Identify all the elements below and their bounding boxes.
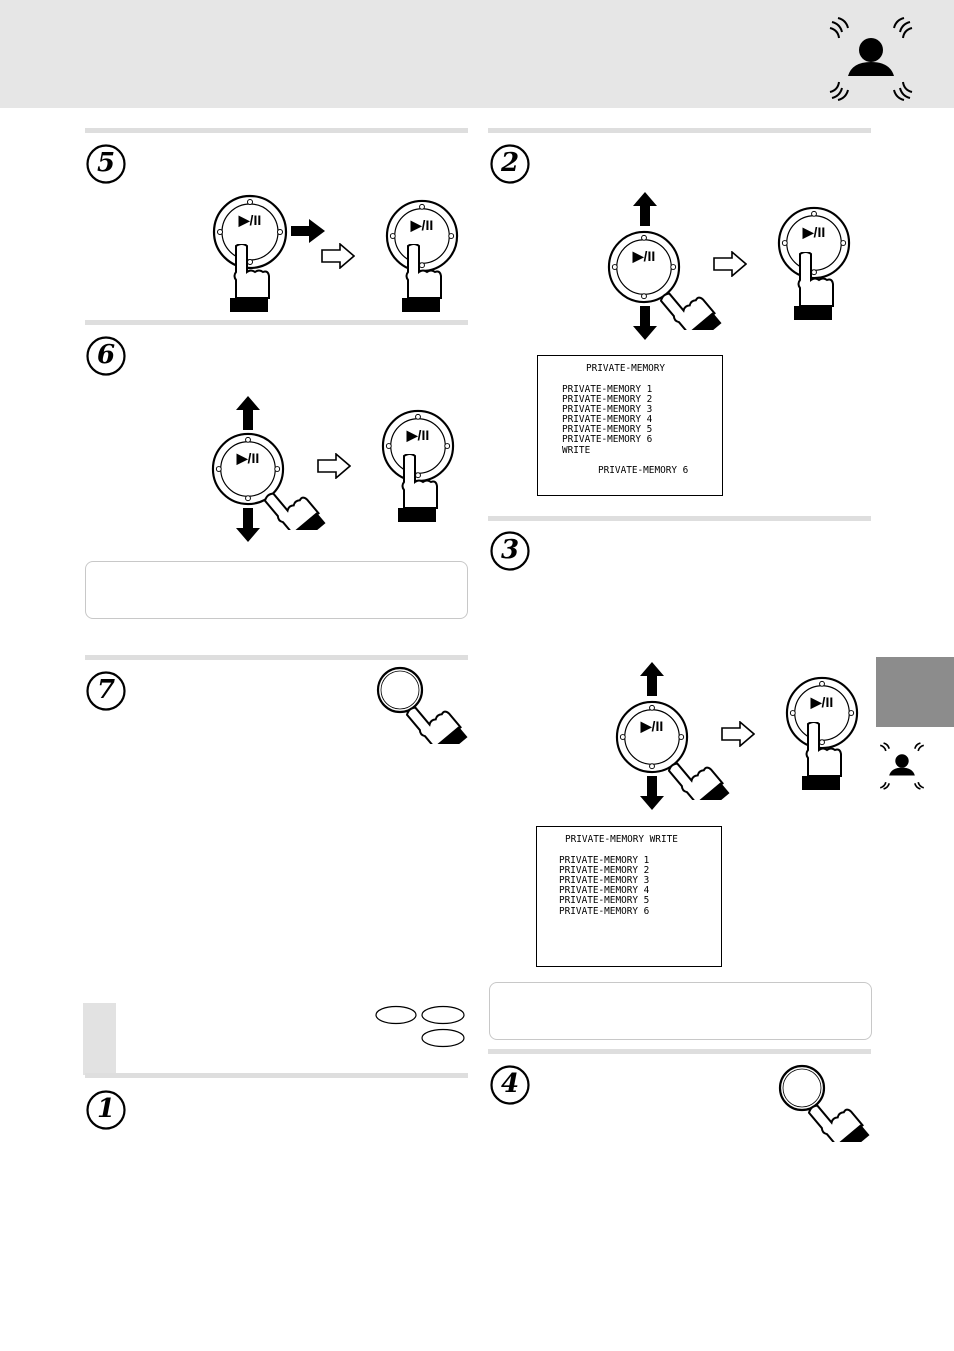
step-number-1: 1 — [86, 1090, 126, 1130]
pressing-hand-icon — [802, 722, 842, 792]
step-number-4: 4 — [490, 1065, 530, 1105]
oval-button[interactable] — [421, 1028, 465, 1048]
play-pause-jog-dial[interactable]: ▶/II — [607, 230, 681, 304]
step-number-6: 6 — [86, 336, 126, 376]
screen-item: PRIVATE-MEMORY 1 — [562, 384, 653, 395]
screen-item: PRIVATE-MEMORY 2 — [559, 865, 650, 876]
gray-side-bar — [83, 1003, 116, 1075]
pressing-hand-icon — [402, 244, 442, 314]
play-pause-label: ▶/II — [802, 224, 826, 240]
pressing-hand-icon — [230, 244, 270, 314]
solid-arrow-right-icon — [291, 219, 325, 243]
solid-arrow-down-icon — [633, 306, 657, 340]
private-memory-screen: PRIVATE-MEMORY PRIVATE-MEMORY 1 PRIVATE-… — [537, 355, 723, 496]
play-pause-label: ▶/II — [406, 427, 430, 443]
pressing-hand-icon — [398, 454, 438, 524]
step-number-7: 7 — [86, 671, 126, 711]
outline-arrow-right-icon — [721, 721, 755, 747]
screen-item: PRIVATE-MEMORY 3 — [559, 875, 650, 886]
section-rule — [85, 128, 468, 133]
solid-arrow-up-icon — [640, 662, 664, 696]
person-with-sound-waves-icon — [878, 742, 926, 790]
solid-arrow-up-icon — [633, 192, 657, 226]
solid-arrow-up-icon — [236, 396, 260, 430]
screen-item: PRIVATE-MEMORY 2 — [562, 394, 653, 405]
screen-title: PRIVATE-MEMORY — [586, 363, 666, 374]
section-rule — [488, 516, 871, 521]
screen-item: PRIVATE-MEMORY 6 — [562, 434, 653, 445]
play-pause-jog-dial[interactable]: ▶/II — [385, 199, 459, 273]
section-rule — [85, 655, 468, 660]
solid-arrow-down-icon — [640, 776, 664, 810]
rotating-hand-icon — [666, 740, 736, 800]
note-box — [489, 982, 872, 1040]
screen-item: PRIVATE-MEMORY 5 — [562, 424, 653, 435]
private-memory-write-screen: PRIVATE-MEMORY WRITE PRIVATE-MEMORY 1 PR… — [536, 826, 722, 967]
screen-item: PRIVATE-MEMORY 3 — [562, 404, 653, 415]
section-rule — [85, 320, 468, 325]
step-number-2: 2 — [490, 144, 530, 184]
outline-arrow-right-icon — [317, 453, 351, 479]
oval-button[interactable] — [421, 1005, 465, 1025]
play-pause-label: ▶/II — [640, 718, 664, 734]
screen-item: PRIVATE-MEMORY 6 — [559, 906, 650, 917]
step-number-5: 5 — [86, 144, 126, 184]
solid-arrow-down-icon — [236, 508, 260, 542]
header-band — [0, 0, 954, 108]
pressing-hand-icon — [806, 1082, 876, 1142]
screen-item: PRIVATE-MEMORY 4 — [559, 885, 650, 896]
screen-item: PRIVATE-MEMORY 5 — [559, 895, 650, 906]
oval-button[interactable] — [375, 1005, 417, 1025]
round-button[interactable] — [778, 1064, 826, 1112]
play-pause-label: ▶/II — [632, 248, 656, 264]
play-pause-jog-dial[interactable]: ▶/II — [211, 432, 285, 506]
screen-selected: PRIVATE-MEMORY 6 — [598, 465, 689, 476]
person-with-sound-waves-icon — [828, 16, 914, 102]
screen-title: PRIVATE-MEMORY WRITE — [565, 834, 678, 845]
round-button[interactable] — [376, 666, 424, 714]
screen-item: PRIVATE-MEMORY 4 — [562, 414, 653, 425]
pressing-hand-icon — [794, 252, 834, 322]
step-number-3: 3 — [490, 531, 530, 571]
play-pause-jog-dial[interactable]: ▶/II — [615, 700, 689, 774]
section-rule — [488, 1049, 871, 1054]
screen-item: WRITE — [562, 445, 591, 456]
pressing-hand-icon — [404, 684, 474, 744]
screen-item: PRIVATE-MEMORY 1 — [559, 855, 650, 866]
outline-arrow-right-icon — [713, 251, 747, 277]
play-pause-label: ▶/II — [810, 694, 834, 710]
rotating-hand-icon — [658, 270, 728, 330]
note-box — [85, 561, 468, 619]
play-pause-label: ▶/II — [236, 450, 260, 466]
outline-arrow-right-icon — [321, 243, 355, 269]
play-pause-jog-dial[interactable]: ▶/II — [777, 206, 851, 280]
play-pause-label: ▶/II — [238, 212, 262, 228]
section-rule — [488, 128, 871, 133]
chapter-side-tab — [876, 657, 954, 727]
section-rule — [85, 1073, 468, 1078]
play-pause-label: ▶/II — [410, 217, 434, 233]
